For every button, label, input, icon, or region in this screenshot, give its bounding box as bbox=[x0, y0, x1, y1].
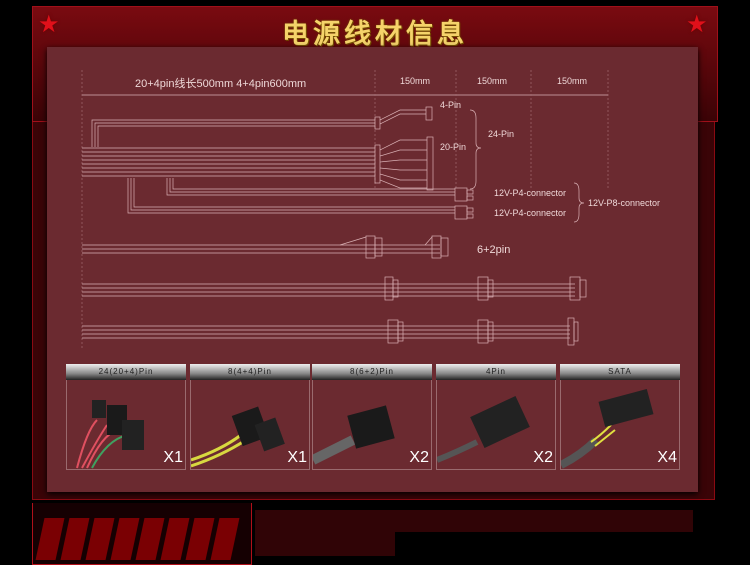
card-label: 8(6+2)Pin bbox=[312, 364, 432, 380]
card-label: 4Pin bbox=[436, 364, 556, 380]
connector-card: 8(6+2)Pin X2 bbox=[312, 364, 432, 470]
connector-card: 24(20+4)Pin X1 bbox=[66, 364, 186, 470]
segment-length: 150mm bbox=[557, 76, 588, 86]
cable-20pin bbox=[82, 109, 482, 191]
card-count: X1 bbox=[287, 449, 307, 466]
sata-connector-image bbox=[561, 388, 654, 469]
card-label: SATA bbox=[560, 364, 680, 380]
connector-card: 8(4+4)Pin X1 bbox=[190, 364, 310, 470]
card-count: X4 bbox=[657, 449, 677, 466]
label-4pin: 4-Pin bbox=[440, 100, 462, 110]
label-20pin: 20-Pin bbox=[440, 142, 467, 152]
connector-card: 4Pin X2 bbox=[436, 364, 556, 470]
molex-connector-image bbox=[437, 396, 530, 463]
star-icon: ★ bbox=[38, 11, 60, 38]
segment-length: 150mm bbox=[400, 76, 431, 86]
label-pcie: 6+2pin bbox=[477, 244, 511, 256]
card-count: X2 bbox=[409, 449, 429, 466]
card-label: 8(4+4)Pin bbox=[190, 364, 310, 380]
card-label: 24(20+4)Pin bbox=[66, 364, 186, 380]
cable-length-label: 20+4pin线长500mm 4+4pin600mm bbox=[135, 78, 307, 90]
cable-4pin bbox=[91, 106, 433, 147]
footer-decor bbox=[255, 510, 693, 532]
star-icon: ★ bbox=[686, 11, 708, 38]
atx-connector-image bbox=[76, 400, 144, 469]
card-count: X1 bbox=[163, 449, 183, 466]
label-p4-b: 12V-P4-connector bbox=[494, 208, 567, 218]
segment-length: 150mm bbox=[477, 76, 508, 86]
page-title: 电源线材信息 bbox=[282, 19, 468, 49]
label-p4-a: 12V-P4-connector bbox=[494, 188, 567, 198]
cable-pcie bbox=[82, 235, 449, 259]
cpu-connector-image bbox=[191, 406, 285, 468]
cable-molex bbox=[82, 276, 587, 301]
label-p8: 12V-P8-connector bbox=[588, 198, 661, 208]
cable-p4 bbox=[127, 178, 585, 223]
pcie-connector-image bbox=[313, 405, 395, 465]
connector-card: SATA X4 bbox=[560, 364, 680, 470]
label-24pin: 24-Pin bbox=[488, 129, 515, 139]
cable-sata bbox=[82, 317, 579, 346]
card-count: X2 bbox=[533, 449, 553, 466]
footer-decor bbox=[255, 530, 395, 556]
